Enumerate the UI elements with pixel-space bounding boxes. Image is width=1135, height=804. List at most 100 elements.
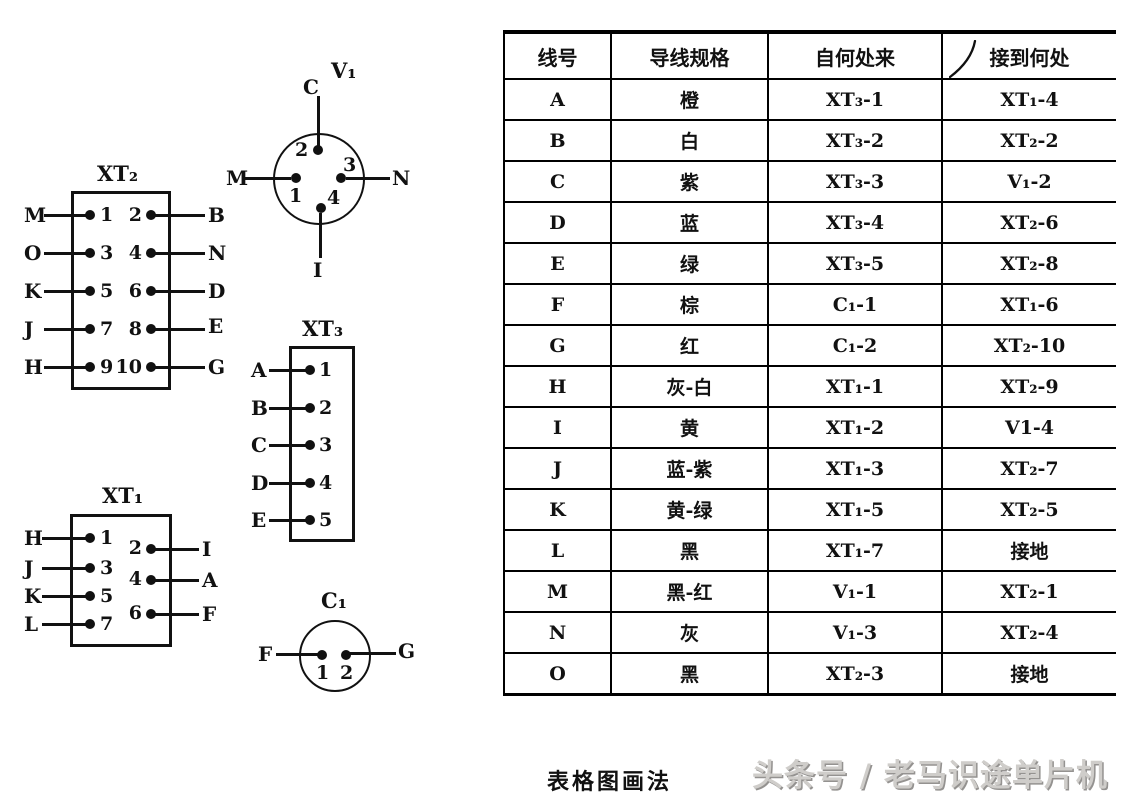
xt2-pin-number: 8 (128, 318, 142, 340)
xt1-wire-label: K (24, 584, 42, 608)
cell-from: XT₃-5 (768, 243, 943, 285)
cell-from: C₁-1 (768, 284, 943, 326)
xt1-pin-number: 6 (128, 602, 142, 624)
pin-dot (85, 591, 95, 601)
xt1-wire-label: F (202, 602, 217, 626)
wire-line (155, 214, 205, 217)
cell-wire: C (504, 161, 612, 203)
cell-spec: 棕 (611, 284, 769, 326)
pin-dot (146, 210, 156, 220)
pin-dot (85, 286, 95, 296)
wire-line (269, 369, 307, 372)
c1-body (299, 620, 371, 692)
cell-from: XT₂-3 (768, 653, 943, 696)
wire-line (44, 328, 88, 331)
cell-from: XT₁-1 (768, 366, 943, 408)
pin-dot (146, 248, 156, 258)
cell-wire: D (504, 202, 612, 244)
cell-from: C₁-2 (768, 325, 943, 367)
xt1-wire-label: H (24, 526, 43, 550)
header-wire-spec: 导线规格 (611, 32, 769, 80)
pin-dot (305, 515, 315, 525)
xt1-wire-label: L (24, 612, 39, 636)
wire-line (245, 177, 291, 180)
wire-line (155, 290, 205, 293)
cell-spec: 黄 (611, 407, 769, 449)
cell-wire: N (504, 612, 612, 654)
v1-pin-number: 3 (343, 154, 357, 176)
pin-dot (317, 650, 327, 660)
xt1-wire-label: I (202, 537, 212, 561)
xt2-title: XT₂ (97, 161, 139, 186)
pin-dot (305, 403, 315, 413)
xt3-title: XT₃ (302, 316, 344, 341)
cell-spec: 红 (611, 325, 769, 367)
xt2-pin-number: 9 (100, 356, 114, 378)
pin-dot (85, 563, 95, 573)
wire-line (269, 482, 307, 485)
xt2-wire-label: D (208, 279, 226, 303)
xt2-pin-number: 5 (100, 280, 114, 302)
xt2-wire-label: H (24, 355, 43, 379)
wire-line (44, 252, 88, 255)
wire-line (276, 653, 318, 656)
v1-wire-label: I (313, 258, 323, 282)
xt2-pin-number: 4 (128, 242, 142, 264)
pin-dot (305, 440, 315, 450)
cell-spec: 绿 (611, 243, 769, 285)
cell-to: 接地 (942, 530, 1116, 572)
cell-from: XT₁-3 (768, 448, 943, 490)
c1-pin-number: 2 (340, 662, 354, 684)
pin-dot (85, 248, 95, 258)
wire-line (346, 177, 390, 180)
xt2-wire-label: O (24, 241, 42, 265)
handwritten-tick-mark (949, 40, 977, 78)
xt3-pin-number: 3 (319, 434, 333, 456)
cell-to: XT₂-5 (942, 489, 1116, 531)
cell-wire: I (504, 407, 612, 449)
cell-from: XT₃-4 (768, 202, 943, 244)
cell-to: V₁-2 (942, 161, 1116, 203)
header-wire-number: 线号 (504, 32, 612, 80)
wire-line (269, 519, 307, 522)
wire-line (42, 567, 88, 570)
header-from-where: 自何处来 (768, 32, 943, 80)
xt3-pin-number: 4 (319, 472, 333, 494)
cell-spec: 蓝-紫 (611, 448, 769, 490)
xt3-wire-label: A (251, 358, 267, 382)
pin-dot (146, 324, 156, 334)
v1-pin-number: 1 (289, 185, 303, 207)
cell-wire: F (504, 284, 612, 326)
xt2-wire-label: G (208, 355, 226, 379)
xt3-wire-label: B (251, 396, 268, 420)
pin-dot (305, 478, 315, 488)
wire-line (350, 652, 396, 655)
cell-to: XT₁-4 (942, 79, 1116, 121)
wire-line (44, 366, 88, 369)
cell-from: V₁-1 (768, 571, 943, 613)
wire-line (155, 252, 205, 255)
cell-from: XT₃-3 (768, 161, 943, 203)
pin-dot (146, 362, 156, 372)
cell-to: 接地 (942, 653, 1116, 696)
cell-to: XT₂-8 (942, 243, 1116, 285)
cell-wire: E (504, 243, 612, 285)
xt3-pin-number: 2 (319, 397, 333, 419)
xt1-pin-number: 4 (128, 568, 142, 590)
xt2-pin-number: 10 (115, 356, 142, 378)
wire-line (269, 407, 307, 410)
cell-to: XT₂-6 (942, 202, 1116, 244)
xt2-pin-number: 6 (128, 280, 142, 302)
watermark-text: 头条号 / 老马识途单片机 (752, 758, 1108, 794)
wire-line (155, 579, 199, 582)
cell-wire: L (504, 530, 612, 572)
xt3-pin-number: 1 (319, 359, 333, 381)
pin-dot (146, 544, 156, 554)
